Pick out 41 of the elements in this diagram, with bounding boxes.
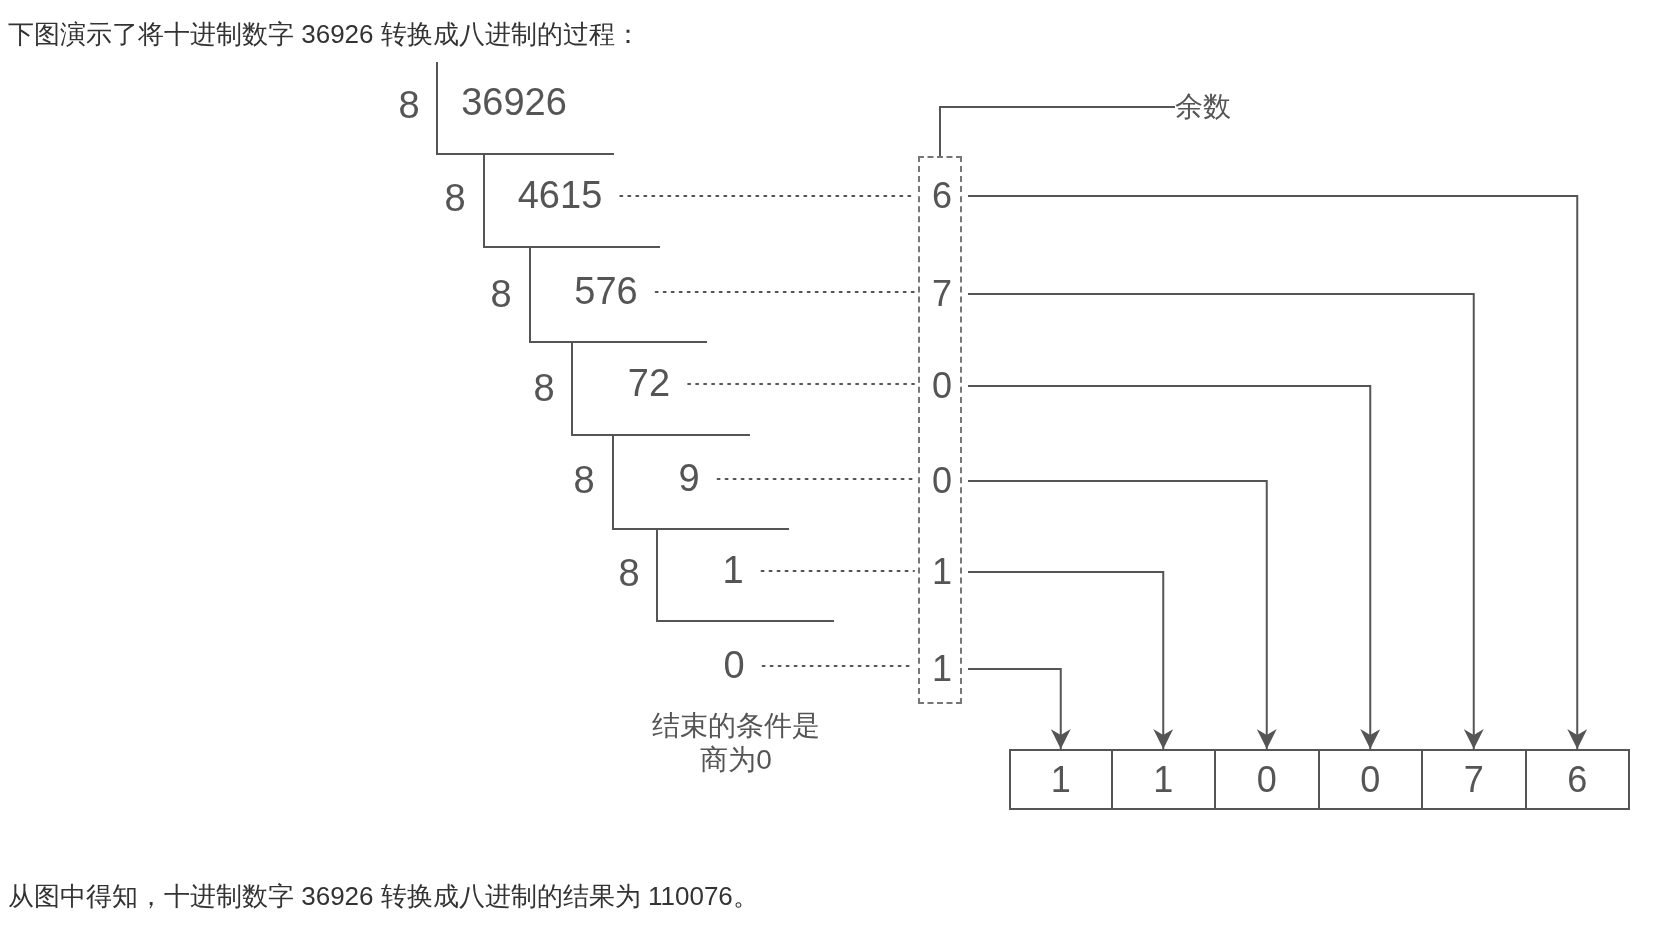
divisor-number: 8 (490, 274, 512, 316)
arrow (967, 293, 1484, 750)
quotient-number: 72 (627, 363, 671, 405)
arrow (967, 480, 1277, 750)
divisor-number: 8 (398, 85, 420, 127)
dividend-number: 36926 (461, 82, 567, 124)
dotted-connector (687, 383, 915, 385)
result-digit-cell: 1 (1009, 749, 1113, 810)
remainder-digit: 7 (932, 274, 952, 314)
quotient-number: 9 (678, 458, 700, 500)
intro-sentence: 下图演示了将十进制数字 36926 转换成八进制的过程： (8, 20, 641, 49)
result-digit-cell: 0 (1214, 749, 1320, 810)
leader-line (939, 106, 1176, 157)
arrow (967, 385, 1381, 750)
divisor-number: 8 (618, 553, 640, 595)
remainder-digit: 1 (932, 552, 952, 592)
remainder-digit: 1 (932, 649, 952, 689)
quotient-number: 576 (574, 271, 638, 313)
remainder-digit: 0 (932, 461, 952, 501)
result-digit-cell: 0 (1317, 749, 1423, 810)
remainder-digit: 6 (932, 176, 952, 216)
quotient-number: 0 (723, 645, 745, 687)
dotted-connector (716, 478, 915, 480)
quotient-number: 1 (722, 550, 744, 592)
dotted-connector (654, 291, 915, 293)
conclusion-sentence: 从图中得知，十进制数字 36926 转换成八进制的结果为 110076。 (8, 882, 759, 911)
remainder-digit: 0 (932, 366, 952, 406)
note-text: 结束的条件是商为0 (651, 709, 821, 777)
result-digit-cell: 1 (1110, 749, 1216, 810)
dashed-frame (918, 156, 962, 704)
arrow (967, 195, 1588, 750)
divisor-number: 8 (444, 178, 466, 220)
divisor-number: 8 (533, 368, 555, 410)
dotted-connector (760, 570, 915, 572)
quotient-number: 4615 (517, 175, 603, 217)
arrow (967, 668, 1071, 750)
result-digit-cell: 7 (1421, 749, 1527, 810)
column-heading: 余数 (1175, 91, 1231, 123)
result-digit-cell: 6 (1524, 749, 1630, 810)
arrow (967, 571, 1174, 750)
divisor-number: 8 (573, 460, 595, 502)
